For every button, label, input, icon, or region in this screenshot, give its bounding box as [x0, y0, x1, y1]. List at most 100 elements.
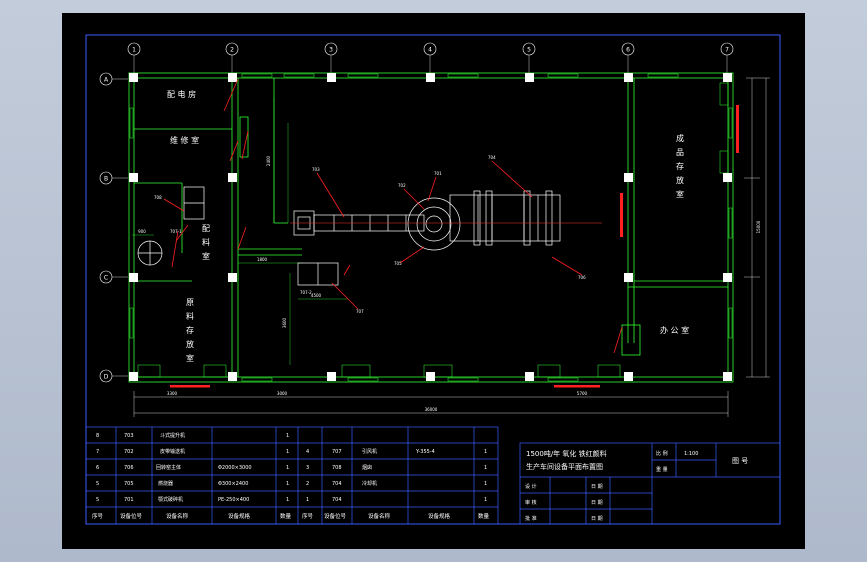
room-power: 配 电 房: [167, 89, 196, 99]
leader-lines: [163, 78, 623, 354]
svg-text:701: 701: [124, 497, 134, 503]
dim-f: 900: [138, 229, 146, 234]
floor-plan-drawing: 1 2 3 4 5 6 7 A B C D: [85, 34, 781, 525]
dim-b: 3000: [277, 391, 288, 396]
svg-text:A: A: [104, 77, 109, 84]
dim-g: 3600: [282, 317, 287, 328]
title-line-1: 1500吨/年 氧化 铁红颜料: [526, 449, 607, 458]
svg-text:704: 704: [332, 481, 342, 487]
red-markers: [170, 105, 739, 388]
columns: [129, 73, 732, 381]
axis-3: 3: [324, 42, 338, 56]
svg-text:704: 704: [332, 497, 342, 503]
svg-text:1: 1: [306, 497, 309, 503]
axis-4: 4: [423, 42, 437, 56]
building-walls: [128, 72, 734, 383]
table-row-1: 8 703 斗式提升机 1: [96, 432, 289, 439]
svg-text:Φ300×2400: Φ300×2400: [218, 481, 248, 487]
room-raw-4: 放: [186, 339, 194, 349]
dim-overall-width: 36000: [425, 407, 438, 412]
room-office: 办 公 室: [660, 325, 689, 335]
dimension-lines: [133, 77, 770, 417]
svg-text:序号: 序号: [92, 512, 104, 520]
svg-text:6: 6: [626, 47, 630, 54]
scale-value: 1:100: [684, 451, 698, 457]
table-row-4: 5 705 燃烧器 Φ300×2400 1 2 704 冷却机 1: [96, 480, 487, 487]
svg-text:Φ2000×3000: Φ2000×3000: [218, 465, 252, 471]
svg-text:斗式提升机: 斗式提升机: [160, 432, 185, 439]
material-label: 重 量: [656, 466, 668, 473]
svg-text:1: 1: [286, 481, 289, 487]
svg-text:B: B: [104, 176, 108, 183]
svg-text:3: 3: [306, 465, 309, 471]
svg-text:设备规格: 设备规格: [228, 512, 251, 520]
svg-text:C: C: [104, 275, 108, 282]
svg-text:4: 4: [306, 449, 309, 455]
room-product-2: 品: [676, 148, 684, 157]
svg-text:7: 7: [725, 47, 729, 54]
svg-text:1: 1: [484, 449, 487, 455]
svg-text:706: 706: [124, 465, 134, 471]
svg-text:1: 1: [286, 433, 289, 439]
svg-text:冷却机: 冷却机: [362, 480, 377, 487]
title-line-2: 生产车间设备平面布置图: [526, 462, 603, 471]
room-product-1: 成: [676, 133, 684, 143]
svg-text:数量: 数量: [478, 512, 490, 520]
windows: [129, 73, 733, 382]
svg-text:烟囱: 烟囱: [362, 464, 372, 471]
axis-B: B: [99, 171, 113, 185]
crusher: [297, 262, 339, 286]
dim-c: 5700: [577, 391, 588, 396]
svg-text:2: 2: [230, 47, 234, 54]
svg-text:701: 701: [434, 171, 442, 176]
svg-text:D: D: [104, 374, 109, 381]
dim-h: 4500: [311, 293, 322, 298]
axis-7: 7: [720, 42, 734, 56]
scale-label: 比 例: [656, 450, 668, 457]
axis-1: 1: [127, 42, 141, 56]
axis-A: A: [99, 72, 113, 86]
mixer: [183, 186, 205, 220]
svg-text:燃烧器: 燃烧器: [158, 480, 173, 487]
svg-text:5: 5: [96, 497, 99, 503]
svg-text:707: 707: [356, 309, 364, 314]
svg-text:5: 5: [96, 481, 99, 487]
room-batching-3: 室: [202, 251, 210, 261]
drawing-sheet: 1 2 3 4 5 6 7 A B C D: [62, 13, 805, 549]
room-batching-1: 配: [202, 224, 210, 233]
table-header-row: 序号 设备位号 设备名称 设备规格 数量 序号 设备位号 设备名称 设备规格 数…: [92, 512, 490, 520]
room-batching-2: 料: [202, 237, 210, 247]
svg-text:1: 1: [484, 497, 487, 503]
svg-text:702: 702: [124, 449, 134, 455]
room-product-3: 存: [676, 161, 684, 171]
svg-text:707: 707: [332, 449, 342, 455]
svg-text:设备位号: 设备位号: [120, 512, 143, 520]
svg-text:数量: 数量: [280, 512, 292, 520]
svg-text:引风机: 引风机: [362, 448, 377, 455]
dim-a: 3300: [167, 391, 178, 396]
interior-dimensions: [132, 98, 348, 365]
axis-5: 5: [522, 42, 536, 56]
svg-text:1: 1: [484, 465, 487, 471]
dryer: [137, 240, 163, 266]
room-raw-2: 料: [186, 311, 194, 321]
svg-text:皮带输送机: 皮带输送机: [160, 448, 185, 455]
svg-text:703: 703: [124, 433, 134, 439]
svg-text:707-1: 707-1: [170, 229, 182, 234]
svg-text:8: 8: [96, 433, 99, 439]
svg-text:1: 1: [286, 497, 289, 503]
svg-text:2: 2: [306, 481, 309, 487]
room-product-5: 室: [676, 189, 684, 199]
svg-text:设备位号: 设备位号: [324, 512, 347, 520]
sheet-label: 图 号: [732, 457, 748, 465]
svg-text:7: 7: [96, 449, 99, 455]
svg-text:1: 1: [286, 465, 289, 471]
svg-text:颚式破碎机: 颚式破碎机: [158, 496, 183, 503]
equipment-table: 8 703 斗式提升机 1 7 702 皮带输送机 1 4 707 引风机 Y-…: [85, 426, 499, 525]
table-row-3: 6 706 回转窑主体 Φ2000×3000 1 3 708 烟囱 1: [96, 464, 487, 471]
approve-label: 批 准: [525, 515, 537, 522]
svg-text:PE-250×400: PE-250×400: [218, 497, 249, 503]
axis-6: 6: [621, 42, 635, 56]
room-raw-3: 存: [186, 325, 194, 335]
